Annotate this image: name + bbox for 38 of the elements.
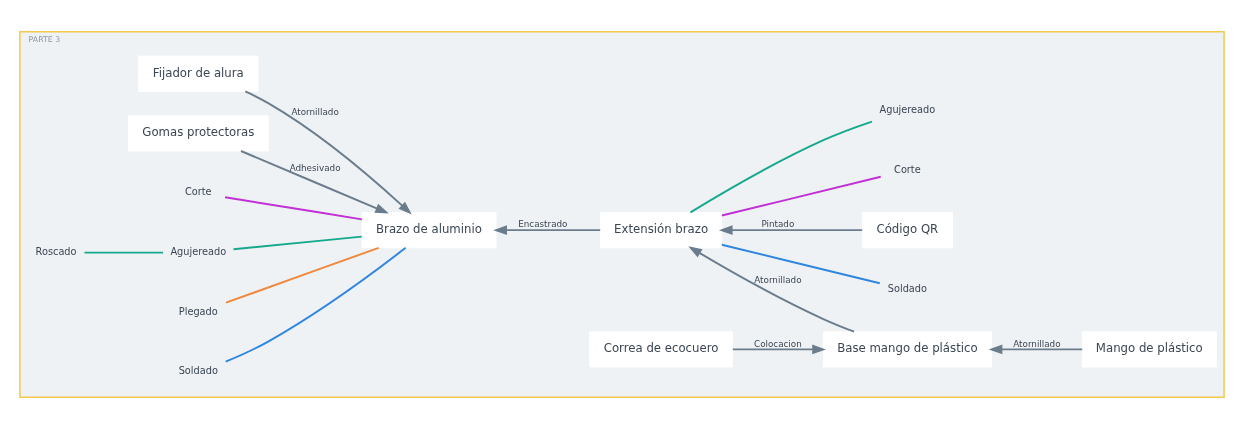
node-text: Roscado xyxy=(35,246,77,258)
node-box: Extensión brazo xyxy=(600,212,723,249)
node-box: Fijador de alura xyxy=(138,55,259,92)
node-text: Soldado xyxy=(178,365,218,377)
connector xyxy=(83,251,165,254)
edge-label: Pintado xyxy=(761,219,795,230)
arrow xyxy=(718,225,864,235)
arrow xyxy=(240,150,389,214)
node-box: Mango de plástico xyxy=(1081,331,1217,368)
node-box: Brazo de aluminio xyxy=(361,212,497,249)
node-text: Agujereado xyxy=(170,246,227,258)
node-text: Corte xyxy=(184,186,212,198)
edge-label: Colocacion xyxy=(754,338,802,349)
node-text: Agujereado xyxy=(879,104,936,116)
node-box: Gomas protectoras xyxy=(127,115,269,152)
node-text: Corte xyxy=(894,163,921,175)
connector xyxy=(224,246,407,363)
edge-label: Atornillado xyxy=(291,107,339,117)
node-box: Base mango de plástico xyxy=(822,331,992,368)
connector xyxy=(232,235,363,251)
connector xyxy=(225,246,380,304)
edge-label: Atornillado xyxy=(754,275,802,286)
edge-label: Atornillado xyxy=(1013,338,1061,349)
arrow xyxy=(493,225,602,235)
arrow xyxy=(731,344,826,355)
edge-label: Adhesivado xyxy=(289,162,341,173)
node-box: Correa de ecocuero xyxy=(589,331,733,368)
connector xyxy=(689,120,873,214)
node-box: Código QR xyxy=(861,212,953,249)
edge-label: Encastrado xyxy=(518,219,568,230)
node-text: Soldado xyxy=(887,283,928,295)
arrow xyxy=(688,246,856,333)
arrow xyxy=(244,90,412,215)
arrow xyxy=(988,344,1084,355)
node-text: Plegado xyxy=(178,305,218,317)
connector xyxy=(224,196,363,221)
connector xyxy=(720,175,882,217)
connector xyxy=(720,243,881,285)
